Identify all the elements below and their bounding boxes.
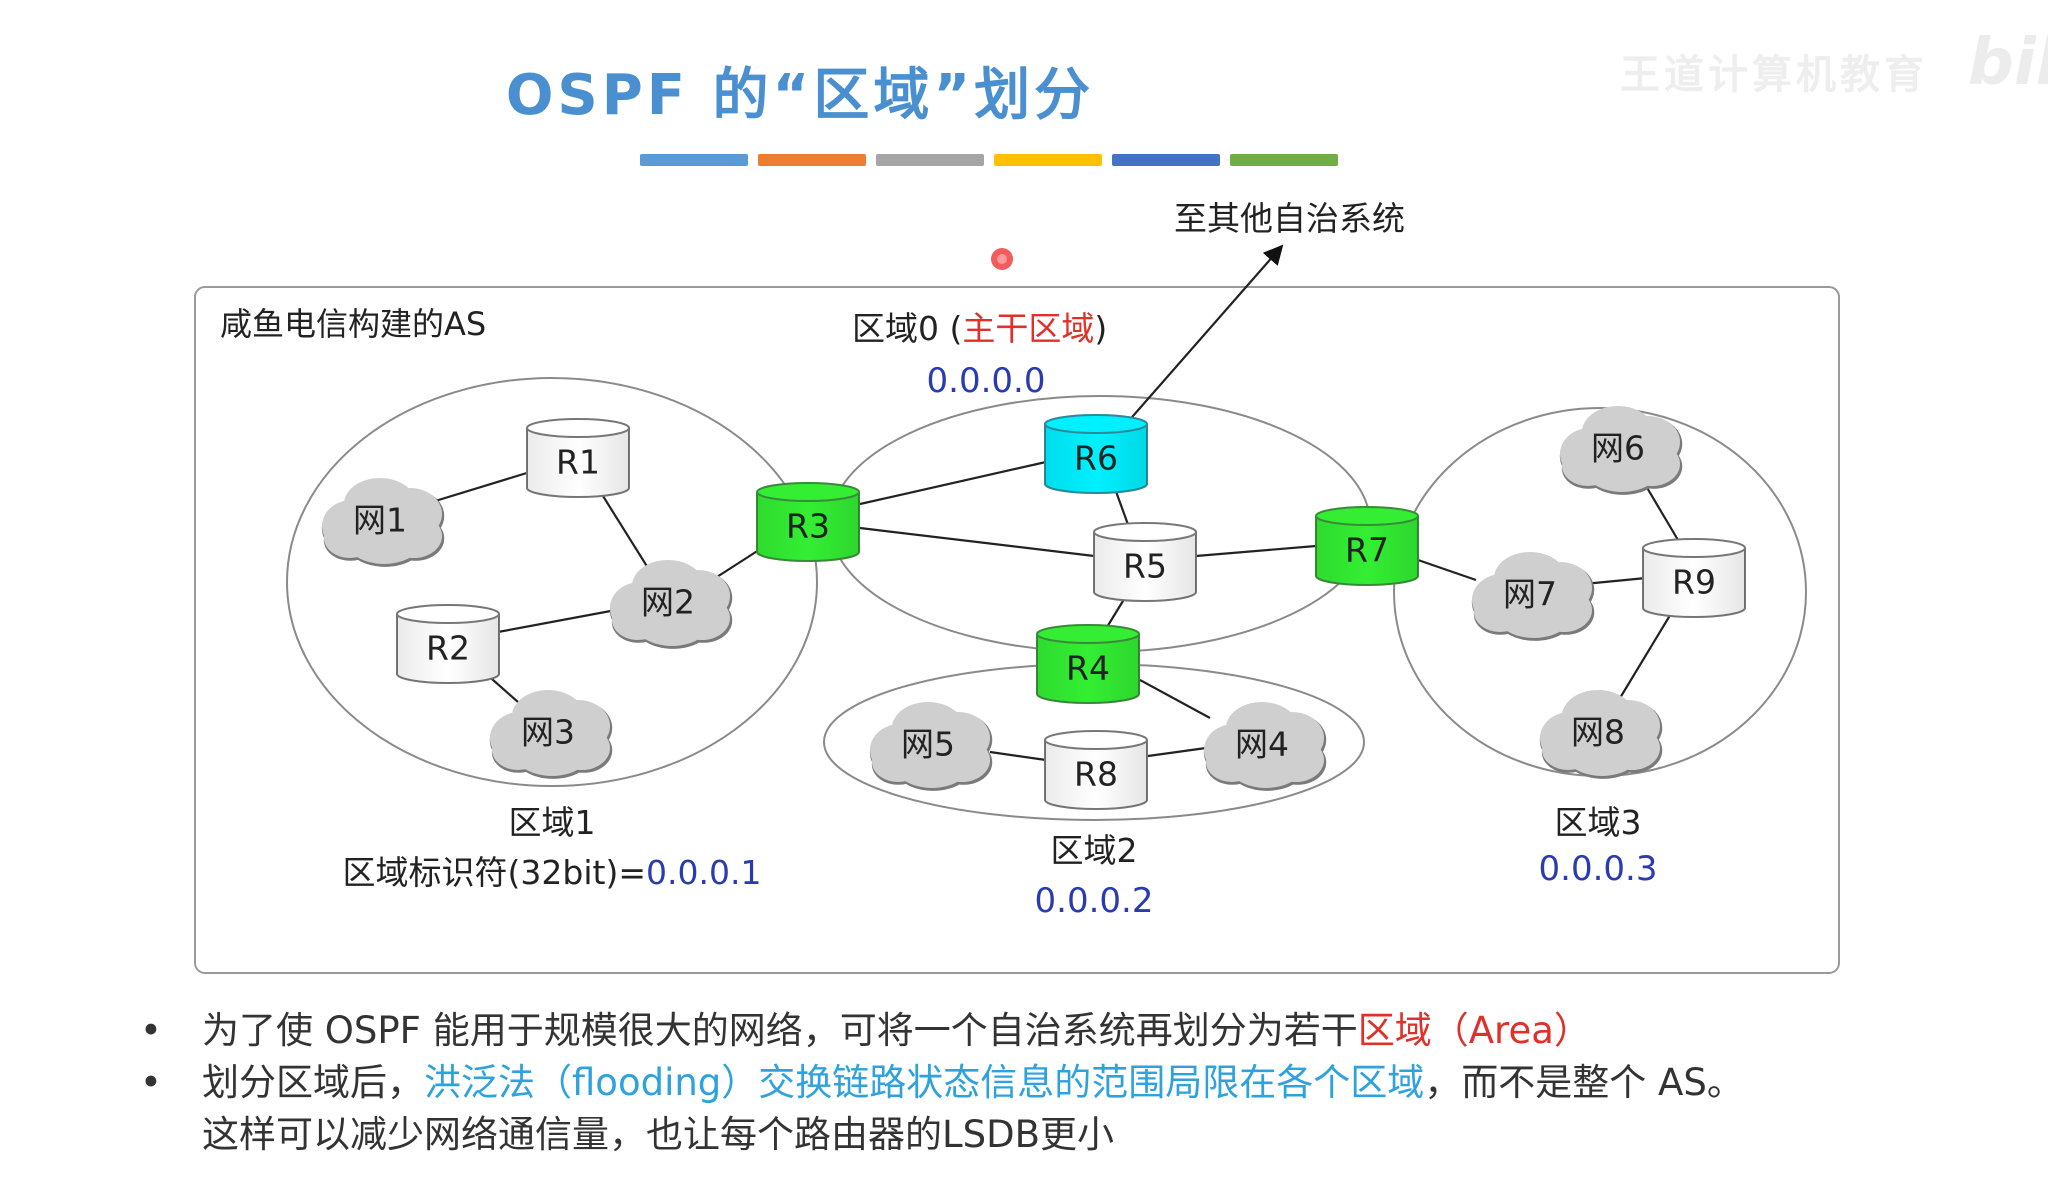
slide-title: OSPF 的“区域”划分 xyxy=(505,63,1095,128)
area2-id: 0.0.0.2 xyxy=(1035,881,1154,921)
router-r5: R5 xyxy=(1093,522,1197,602)
area0-id: 0.0.0.0 xyxy=(927,361,1046,401)
cloud-net5-label: 网5 xyxy=(901,725,955,764)
link-r2-net2 xyxy=(497,608,617,634)
router-r9: R9 xyxy=(1642,538,1746,618)
watermark-text: 王道计算机教育 xyxy=(1620,52,1928,98)
area1-id-line: 区域标识符(32bit)=0.0.0.1 xyxy=(343,853,762,892)
link-net5-r8 xyxy=(989,750,1047,762)
stripe-2 xyxy=(758,154,866,166)
link-net1-r1 xyxy=(431,470,531,504)
stripe-3 xyxy=(876,154,984,166)
stripe-5 xyxy=(1112,154,1220,166)
router-r4-label: R4 xyxy=(1066,649,1110,688)
router-r6-label: R6 xyxy=(1074,439,1118,478)
cloud-net5: 网5 xyxy=(869,702,993,791)
cloud-net4-label: 网4 xyxy=(1235,725,1289,764)
cloud-net1-label: 网1 xyxy=(353,501,407,540)
watermark-logo: bili xyxy=(1968,26,2048,100)
router-r7: R7 xyxy=(1315,506,1419,586)
note-2-bullet: • xyxy=(140,1061,162,1104)
cloud-net2: 网2 xyxy=(609,560,733,649)
stripe-4 xyxy=(994,154,1102,166)
router-r4: R4 xyxy=(1036,624,1140,704)
cloud-net7: 网7 xyxy=(1471,552,1595,641)
router-r8: R8 xyxy=(1044,730,1148,810)
router-r7-label: R7 xyxy=(1345,531,1389,570)
cloud-net6: 网6 xyxy=(1559,406,1683,495)
cloud-net3: 网3 xyxy=(489,690,613,779)
note-2-text-start: 划分区域后， xyxy=(202,1061,424,1104)
bullet-notes: • 为了使 OSPF 能用于规模很大的网络，可将一个自治系统再划分为若干区域（A… xyxy=(140,1005,2020,1161)
link-net6-r9 xyxy=(1645,485,1679,541)
area1-name: 区域1 xyxy=(509,803,596,842)
cloud-net2-label: 网2 xyxy=(641,583,695,622)
note-2-text-end: ，而不是整个 AS。 xyxy=(1424,1061,1744,1104)
router-r2: R2 xyxy=(396,604,500,684)
area0-close: ) xyxy=(1094,309,1107,348)
area0-label: 区域0 (主干区域) xyxy=(852,309,1107,348)
external-as-label: 至其他自治系统 xyxy=(1174,199,1405,238)
note-1: • 为了使 OSPF 能用于规模很大的网络，可将一个自治系统再划分为若干区域（A… xyxy=(140,1005,2020,1057)
cloud-net6-label: 网6 xyxy=(1591,429,1645,468)
link-r9-net8 xyxy=(1619,611,1673,699)
link-r1-net2 xyxy=(597,487,649,569)
area3-name: 区域3 xyxy=(1555,803,1642,842)
stripe-6 xyxy=(1230,154,1338,166)
cloud-net4: 网4 xyxy=(1203,702,1327,791)
link-net7-r9 xyxy=(1583,576,1647,586)
router-r1: R1 xyxy=(526,418,630,498)
note-2-line2: 这样可以减少网络通信量，也让每个路由器的LSDB更小 xyxy=(202,1113,1114,1156)
router-r2-label: R2 xyxy=(426,629,470,668)
cloud-net1: 网1 xyxy=(321,478,445,567)
note-1-bullet: • xyxy=(140,1009,162,1052)
cloud-net8: 网8 xyxy=(1539,690,1663,779)
area0-name: 区域0 ( xyxy=(852,309,962,348)
link-r8-net4 xyxy=(1147,746,1207,758)
area2-name: 区域2 xyxy=(1051,831,1138,870)
link-r6-external xyxy=(1125,244,1284,425)
note-1-text: 为了使 OSPF 能用于规模很大的网络，可将一个自治系统再划分为若干 xyxy=(202,1009,1358,1052)
router-r1-label: R1 xyxy=(556,443,600,482)
as-boundary-box xyxy=(194,286,1840,974)
cloud-net7-label: 网7 xyxy=(1503,575,1557,614)
pointer-dot-center xyxy=(997,254,1007,264)
note-1-highlight: 区域（Area） xyxy=(1357,1009,1591,1052)
link-r3-r6 xyxy=(859,460,1047,506)
area0-backbone: 主干区域 xyxy=(962,309,1094,348)
router-r5-label: R5 xyxy=(1123,547,1167,586)
router-r3-label: R3 xyxy=(786,507,830,546)
cloud-net3-label: 网3 xyxy=(521,713,575,752)
cloud-net8-label: 网8 xyxy=(1571,713,1625,752)
link-r4-net4 xyxy=(1139,679,1211,719)
area3-id: 0.0.0.3 xyxy=(1539,849,1658,889)
link-r3-r5 xyxy=(859,526,1095,558)
note-2: • 划分区域后，洪泛法（flooding）交换链路状态信息的范围局限在各个区域，… xyxy=(140,1057,2020,1161)
router-r8-label: R8 xyxy=(1074,755,1118,794)
area1-id-prefix: 区域标识符(32bit)= xyxy=(343,853,646,892)
as-label: 咸鱼电信构建的AS xyxy=(220,305,486,343)
router-r3: R3 xyxy=(756,482,860,562)
area1-id: 0.0.0.1 xyxy=(646,853,761,892)
note-2-highlight: 洪泛法（flooding）交换链路状态信息的范围局限在各个区域 xyxy=(424,1061,1425,1104)
link-r5-r7 xyxy=(1195,544,1317,558)
stripe-1 xyxy=(640,154,748,166)
router-r9-label: R9 xyxy=(1672,563,1716,602)
area1-ellipse xyxy=(286,377,818,787)
link-r7-net7 xyxy=(1417,558,1477,582)
ospf-area-diagram: 网1 网2 网3 网4 网5 网6 网7 网8 R1 xyxy=(194,199,1840,974)
router-r6: R6 xyxy=(1044,414,1148,494)
